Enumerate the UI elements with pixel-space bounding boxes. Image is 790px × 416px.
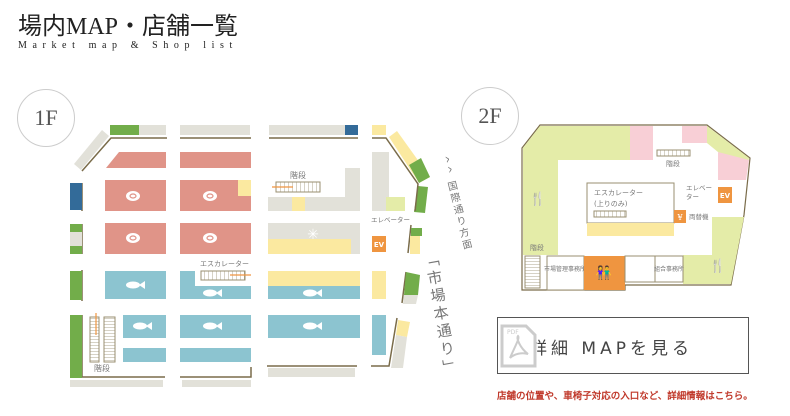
shop-meat[interactable]	[106, 152, 166, 168]
union-office[interactable]	[654, 255, 684, 283]
elevator-2f[interactable]	[718, 187, 732, 203]
shop-yellow[interactable]	[372, 125, 386, 135]
fish-icon	[203, 322, 222, 330]
shop-yellow[interactable]	[410, 236, 420, 254]
shop-gray[interactable]	[403, 295, 418, 304]
shop-lightgreen[interactable]	[386, 197, 405, 211]
shop-gray[interactable]	[268, 368, 355, 377]
meat-icon	[126, 191, 140, 201]
stairs-label: 階段	[666, 159, 680, 168]
room-blank	[624, 255, 656, 283]
restroom[interactable]	[584, 256, 625, 290]
fish-icon	[133, 322, 152, 330]
shop-gray[interactable]	[391, 335, 407, 368]
escalator-note: (上りのみ)	[594, 199, 628, 208]
page-subtitle: Market map & Shop list	[18, 40, 238, 51]
escalator-2f	[593, 210, 627, 218]
market-office-label: 市場管理事務所	[544, 265, 586, 273]
shop-yellow[interactable]	[238, 180, 251, 196]
exchange-machine[interactable]	[674, 210, 686, 223]
exchange-label: 両替機	[689, 212, 709, 221]
shop-gray[interactable]	[182, 380, 251, 387]
meat-icon	[203, 233, 217, 243]
stairs-1f-bottom	[89, 316, 100, 363]
shop-gray[interactable]	[70, 232, 82, 246]
shop-fish[interactable]	[180, 348, 251, 362]
map-1f: 階段 ✳ エレベーター EV エスカレーター 階段	[70, 125, 430, 387]
restaurant-icon: 🍴	[530, 191, 546, 207]
detail-map-button-label: 詳細 MAPを見る	[530, 339, 693, 359]
shop-yellow[interactable]	[372, 271, 386, 299]
shop-green[interactable]	[409, 158, 430, 183]
pdf-tag: PDF	[507, 329, 519, 336]
shop-green[interactable]	[110, 125, 139, 135]
shop-gray[interactable]	[269, 125, 345, 135]
ev-badge: EV	[720, 192, 731, 200]
stairs-2f-top	[656, 149, 691, 157]
floor-2f-badge: 2F	[461, 87, 519, 145]
stairs-2f-left	[524, 255, 541, 289]
shop-blue[interactable]	[70, 183, 82, 210]
shop-blue[interactable]	[345, 125, 358, 135]
fish-icon	[203, 289, 222, 297]
stairs-label: 階段	[290, 170, 306, 180]
shop-green[interactable]	[411, 228, 422, 236]
elevator-label: エレベーター	[371, 215, 410, 224]
detail-caption: 店舗の位置や、車椅子対応の入口など、詳細情報はこちら。	[497, 391, 753, 402]
shop-green[interactable]	[70, 315, 82, 378]
shop-fish[interactable]	[123, 348, 166, 362]
restaurant-area[interactable]	[683, 217, 744, 284]
walls	[81, 137, 419, 378]
shop-yellow[interactable]	[268, 239, 351, 254]
stairs-label: 階段	[530, 243, 544, 252]
ev-badge: EV	[374, 241, 385, 249]
shop-fish[interactable]	[180, 271, 251, 299]
union-office-label: 組合事務所	[654, 265, 684, 273]
asterisk-icon: ✳	[307, 227, 319, 243]
restroom-icon: 👫	[596, 265, 612, 281]
shop-gray[interactable]	[70, 380, 163, 387]
meat-icon	[203, 191, 217, 201]
shop-green[interactable]	[70, 271, 82, 300]
shop-green[interactable]	[404, 272, 420, 295]
shop-green[interactable]	[70, 224, 82, 232]
map-2f: 階段 エスカレーター (上りのみ) ¥ 両替機 EV 階段 市場管理事務所 👫 …	[521, 124, 751, 291]
shop-pink[interactable]	[682, 126, 707, 143]
shop-fish[interactable]	[372, 315, 386, 355]
shop-yellow[interactable]	[292, 197, 305, 211]
shop-yellow[interactable]	[268, 271, 360, 286]
shop-gray[interactable]	[139, 125, 166, 135]
elevator-label: エレベーター	[686, 184, 712, 201]
meat-icon	[126, 233, 140, 243]
page-title: 場内MAP・店舗一覧	[18, 14, 239, 40]
fish-icon	[303, 322, 322, 330]
stairs-1f-bottom	[103, 316, 116, 363]
shop-gray[interactable]	[268, 168, 360, 211]
floor-1f-badge: 1F	[17, 89, 75, 147]
fish-icon	[303, 289, 322, 297]
pdf-icon: PDF	[500, 324, 537, 368]
shop-gray[interactable]	[372, 152, 389, 211]
escalator-label: エスカレーター	[200, 259, 249, 268]
shop-pink[interactable]	[630, 126, 653, 160]
shop-gray[interactable]	[180, 125, 250, 135]
restaurant-icon: 🍴	[710, 258, 726, 274]
shop-green[interactable]	[70, 246, 82, 254]
stairs-label: 階段	[94, 363, 110, 373]
shop-meat[interactable]	[180, 152, 251, 168]
shop-yellow[interactable]	[396, 320, 410, 337]
elevator-1f[interactable]	[372, 236, 386, 252]
fish-icon	[126, 281, 145, 289]
shop-lightgreen[interactable]	[707, 126, 749, 165]
shop-pink[interactable]	[718, 152, 749, 180]
yen-icon: ¥	[676, 213, 683, 222]
escalator-label: エスカレーター	[594, 188, 643, 197]
restaurant-area[interactable]	[523, 126, 630, 255]
shop-yellow[interactable]	[587, 223, 674, 236]
detail-map-button[interactable]: 詳細 MAPを見る PDF	[497, 317, 749, 374]
shop-gray[interactable]	[74, 130, 109, 170]
market-office[interactable]	[546, 255, 585, 291]
